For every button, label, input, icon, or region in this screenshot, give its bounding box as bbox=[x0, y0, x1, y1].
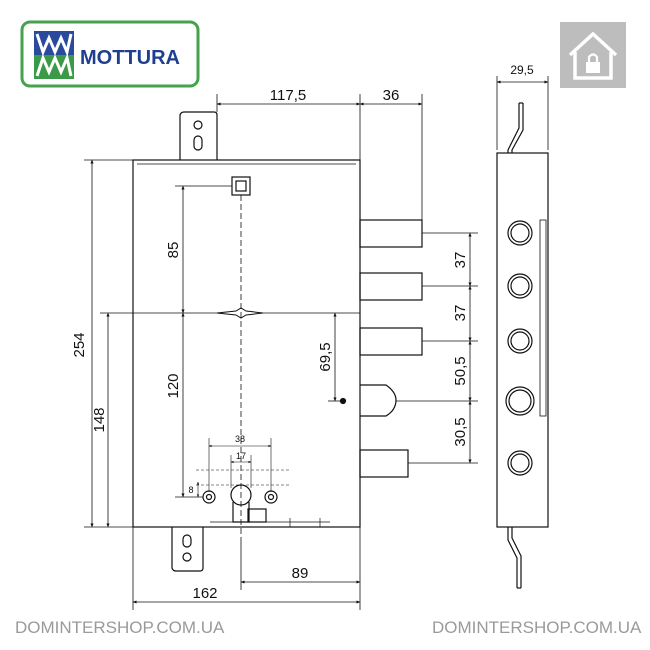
dimension-lines bbox=[84, 76, 549, 610]
dimension-labels: 117,5 36 254 148 85 120 69,5 37 37 50,5 … bbox=[71, 63, 534, 602]
lock-side-view bbox=[496, 102, 549, 589]
watermark-left: DOMINTERSHOP.COM.UA bbox=[15, 618, 225, 637]
dim-overall-width: 162 bbox=[192, 585, 217, 602]
watermark-right: DOMINTERSHOP.COM.UA bbox=[432, 618, 642, 637]
dim-bolt-projection: 36 bbox=[383, 87, 400, 104]
dim-bolt-spacing-4: 30,5 bbox=[452, 417, 469, 446]
lock-front-view bbox=[132, 111, 423, 572]
dim-cylinder-width: 38 bbox=[235, 434, 245, 444]
mottura-emblem bbox=[34, 31, 74, 79]
dim-key-to-cylinder: 120 bbox=[165, 373, 182, 398]
house-lock-icon bbox=[560, 22, 626, 88]
dim-bolt-spacing-2: 37 bbox=[452, 305, 469, 322]
dim-total-height: 254 bbox=[71, 332, 88, 357]
dim-cylinder-small: 8 bbox=[188, 485, 193, 495]
dim-bolt-spacing-3: 50,5 bbox=[452, 356, 469, 385]
brand-name: MOTTURA bbox=[80, 47, 180, 69]
dim-follower-to-bottom: 148 bbox=[91, 407, 108, 432]
dim-cylinder-distance: 89 bbox=[292, 565, 309, 582]
dim-follower-to-key: 85 bbox=[165, 242, 182, 259]
dim-cylinder-width-inner: 17 bbox=[236, 451, 246, 461]
mottura-logo: MOTTURA bbox=[20, 20, 200, 88]
dim-bolt-spacing-1: 37 bbox=[452, 252, 469, 269]
dim-latch-offset: 69,5 bbox=[317, 342, 334, 371]
dim-faceplate-width: 29,5 bbox=[510, 63, 534, 77]
dim-case-depth: 117,5 bbox=[270, 87, 306, 104]
